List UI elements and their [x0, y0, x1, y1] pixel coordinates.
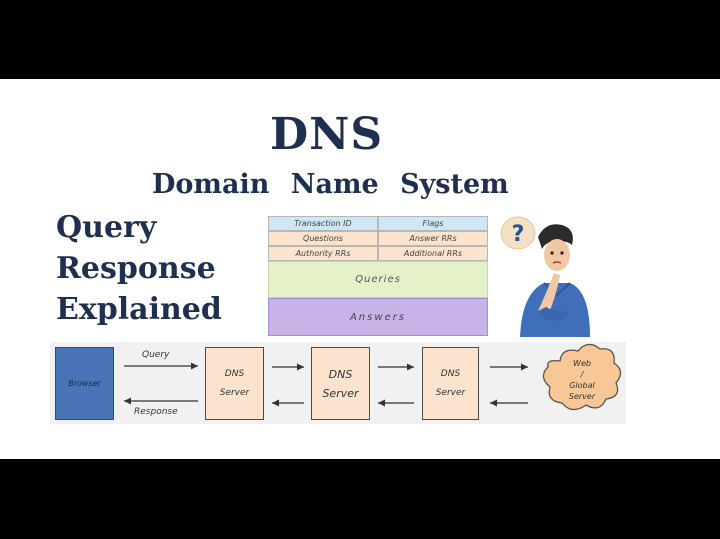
- arm: [538, 307, 570, 321]
- cloud-line2: /: [580, 370, 585, 379]
- server1-line1: DNS: [224, 368, 245, 379]
- answers-section: Answers: [268, 298, 488, 336]
- server3-line2: Server: [435, 387, 466, 398]
- flags-field: Flags: [378, 216, 488, 231]
- server3-line1: DNS: [440, 368, 461, 379]
- dns-server-2: DNS Server: [311, 347, 370, 420]
- header-row-1: Transaction ID Flags: [268, 216, 488, 231]
- query-label: Query: [142, 350, 170, 360]
- face: [544, 239, 570, 271]
- authority-rrs-field: Authority RRs: [268, 246, 378, 261]
- shirt: [520, 283, 590, 337]
- heading-query: Query: [56, 210, 157, 245]
- question-mark-icon: ?: [512, 222, 525, 247]
- additional-rrs-field: Additional RRs: [378, 246, 488, 261]
- cloud-line3: Global: [569, 381, 595, 390]
- answer-rrs-field: Answer RRs: [378, 231, 488, 246]
- flow-arrows: Web / Global Server: [123, 343, 622, 411]
- server2-line2: Server: [322, 386, 359, 400]
- main-title: DNS: [270, 109, 384, 160]
- subtitle: Domain Name System: [152, 169, 509, 200]
- cloud-line4: Server: [569, 392, 596, 401]
- thought-bubble: [500, 216, 536, 250]
- heading-response: Response: [56, 251, 216, 286]
- cloud-line1: Web: [573, 359, 591, 368]
- queries-section: Queries: [268, 261, 488, 298]
- header-row-3: Authority RRs Additional RRs: [268, 246, 488, 261]
- thinking-person-illustration: ?: [500, 216, 590, 337]
- dns-header-table: Transaction ID Flags Questions Answer RR…: [268, 216, 488, 336]
- global-server-cloud: [542, 343, 622, 411]
- header-row-2: Questions Answer RRs: [268, 231, 488, 246]
- transaction-id-field: Transaction ID: [268, 216, 378, 231]
- heading-explained: Explained: [56, 292, 222, 327]
- dns-server-3: DNS Server: [422, 347, 479, 420]
- response-label: Response: [134, 407, 178, 417]
- left-heading: Query Response Explained: [56, 207, 222, 330]
- slide-canvas: DNS Domain Name System Query Response Ex…: [0, 79, 720, 459]
- server1-line2: Server: [219, 387, 250, 398]
- hair: [538, 224, 573, 249]
- server2-line1: DNS: [328, 367, 353, 381]
- hand: [538, 273, 560, 315]
- browser-node: Browser: [55, 347, 114, 420]
- dns-server-1: DNS Server: [205, 347, 264, 420]
- questions-field: Questions: [268, 231, 378, 246]
